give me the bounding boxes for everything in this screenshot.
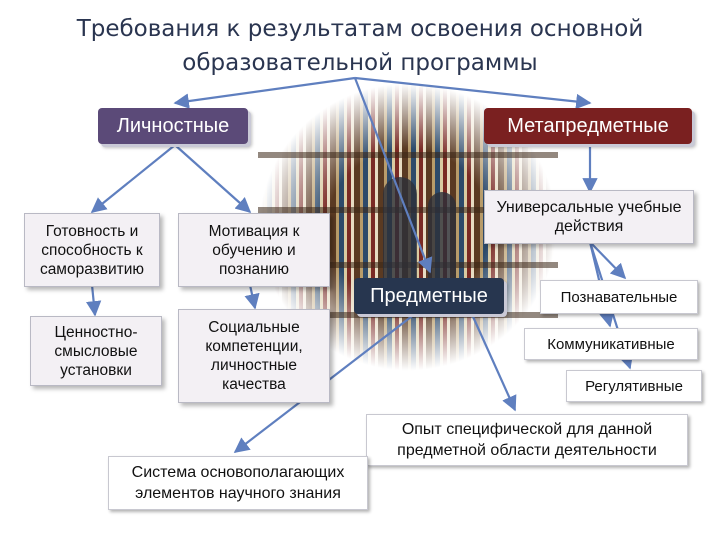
- arrow-readiness-to-values: [92, 285, 95, 315]
- regulatory-box: Регулятивные: [566, 370, 702, 402]
- communicative-box: Коммуникативные: [524, 328, 698, 360]
- metasubject-header: Метапредметные: [484, 108, 692, 144]
- motivation-box: Мотивация к обучению и познанию: [178, 213, 330, 287]
- arrow-title-to-personal: [175, 78, 355, 103]
- universal-actions-box: Универсальные учебные действия: [484, 190, 694, 244]
- arrow-title-to-subject: [355, 78, 430, 272]
- system-box: Система основополагающих элементов научн…: [108, 456, 368, 510]
- subject-header: Предметные: [354, 278, 504, 314]
- values-box: Ценностно-смысловые установки: [30, 316, 162, 386]
- readiness-box: Готовность и способность к саморазвитию: [24, 213, 160, 287]
- arrow-subject-to-experience: [470, 310, 515, 410]
- arrow-personal-to-readiness: [92, 145, 175, 212]
- social-box: Социальные компетенции, личностные качес…: [178, 309, 330, 403]
- arrow-personal-to-motivation: [175, 145, 250, 212]
- cognitive-box: Познавательные: [540, 280, 698, 314]
- arrow-motivation-to-social: [250, 285, 255, 308]
- personal-header: Личностные: [98, 108, 248, 144]
- experience-box: Опыт специфической для данной предметной…: [366, 414, 688, 466]
- arrow-title-to-metasubject: [355, 78, 590, 103]
